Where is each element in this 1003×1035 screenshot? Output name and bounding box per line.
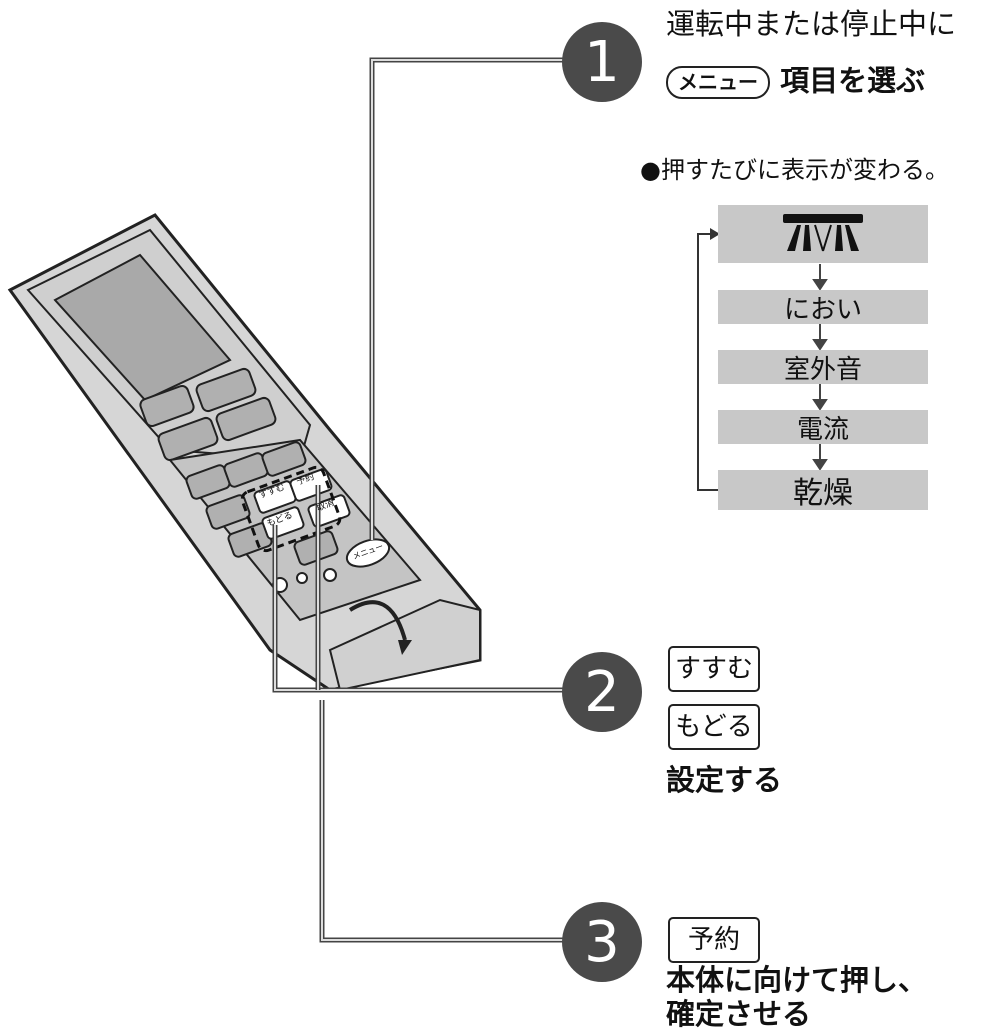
open-arrow-icon	[398, 640, 412, 655]
flow-item-dry: 乾燥	[718, 470, 928, 511]
susumu-button: すすむ	[668, 646, 760, 692]
menu-button-label: メニュー	[666, 66, 770, 99]
flow-item-outdoor-sound: 室外音	[718, 350, 928, 385]
step1-line2-wrap: メニュー 項目を選ぶ	[666, 66, 925, 99]
remote-menu-button	[345, 538, 391, 568]
loop-arrow	[697, 233, 718, 491]
step1-number: 1	[584, 29, 620, 95]
flow-item-airflow	[718, 205, 928, 263]
step3-circle	[562, 902, 642, 982]
step1-circle	[562, 22, 642, 102]
airflow-icon	[783, 214, 863, 252]
yoyaku-button: 予約	[668, 917, 760, 963]
flow-item-smell: におい	[718, 290, 928, 325]
step2-number: 2	[584, 659, 620, 725]
remote-control-illustration	[7, 213, 482, 692]
step1-line1: 運転中または停止中に	[666, 7, 957, 41]
connector-step1	[369, 57, 580, 540]
step1-line2: 項目を選ぶ	[780, 63, 926, 98]
step3-number: 3	[584, 909, 620, 975]
step3-line2: 確定させる	[666, 997, 812, 1031]
step1-note: ●押すたびに表示が変わる。	[640, 156, 949, 184]
lcd-screen	[53, 253, 232, 402]
step2-text: 設定する	[666, 763, 783, 797]
step2-circle	[562, 652, 642, 732]
modoru-button: もどる	[668, 704, 760, 750]
step3-line1: 本体に向けて押し、	[666, 963, 928, 997]
connector-step3	[319, 700, 580, 943]
flow-item-current: 電流	[718, 410, 928, 445]
